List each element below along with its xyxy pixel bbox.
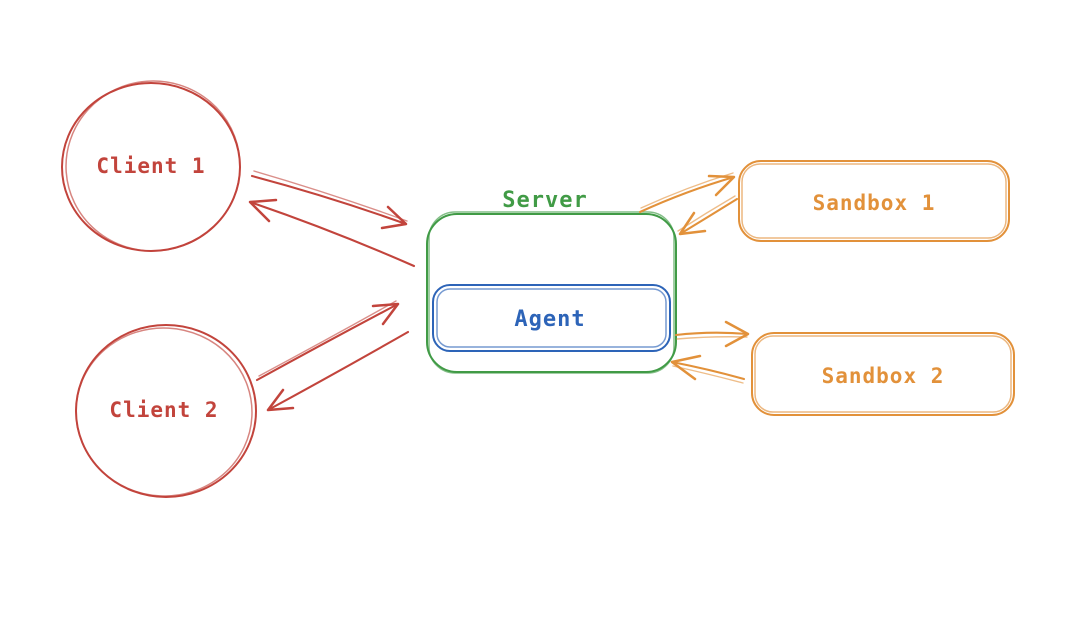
sandbox2-node: Sandbox 2 bbox=[751, 332, 1015, 416]
client2-label: Client 2 bbox=[109, 398, 218, 422]
arrowhead-left bbox=[266, 388, 295, 412]
arrow-shaft bbox=[674, 331, 750, 337]
arrow-shaft bbox=[638, 175, 736, 214]
sandbox2-label: Sandbox 2 bbox=[822, 364, 945, 388]
arrow-client1-to-server bbox=[250, 170, 408, 230]
agent-box bbox=[432, 284, 671, 352]
arrowhead-right bbox=[371, 302, 400, 326]
client2-node: Client 2 bbox=[75, 324, 257, 498]
arrow-sandbox2-to-server bbox=[670, 354, 746, 384]
server-label: Server bbox=[502, 188, 587, 213]
arrowhead-right bbox=[380, 205, 408, 230]
sandbox2-box bbox=[751, 332, 1015, 416]
arrow-shaft bbox=[255, 302, 400, 382]
sketch-pass bbox=[253, 170, 408, 222]
arrow-sandbox1-to-server bbox=[677, 195, 739, 236]
sketch-pass bbox=[754, 335, 1012, 413]
arrow-client2-to-server bbox=[255, 300, 400, 382]
arrow-server-to-client2 bbox=[266, 330, 410, 412]
arrowhead-left bbox=[678, 211, 707, 236]
arrow-server-to-sandbox1 bbox=[638, 172, 736, 214]
sketch-pass bbox=[676, 336, 748, 340]
sandbox1-label: Sandbox 1 bbox=[813, 191, 936, 215]
arrowhead-right bbox=[707, 174, 736, 197]
arrowhead-left bbox=[248, 198, 278, 223]
sketch-pass bbox=[75, 327, 253, 497]
sketch-pass bbox=[741, 163, 1007, 239]
sketch-pass bbox=[436, 288, 667, 348]
server-box bbox=[426, 213, 677, 373]
sketch-pass bbox=[258, 300, 397, 377]
agent-node: Agent bbox=[432, 284, 671, 352]
sketch-pass bbox=[428, 211, 675, 374]
client1-node: Client 1 bbox=[61, 80, 241, 252]
client1-label: Client 1 bbox=[96, 154, 205, 178]
sketch-pass bbox=[672, 365, 744, 384]
sketch-pass bbox=[65, 80, 241, 252]
arrow-shaft bbox=[250, 174, 408, 226]
arrow-shaft bbox=[248, 200, 416, 268]
arrow-shaft bbox=[670, 360, 746, 381]
sandbox1-node: Sandbox 1 bbox=[738, 160, 1010, 242]
arrowhead-left bbox=[670, 354, 702, 381]
sandbox1-box bbox=[738, 160, 1010, 242]
arrow-shaft bbox=[266, 330, 410, 412]
agent-label: Agent bbox=[514, 307, 585, 332]
arrow-shaft bbox=[678, 197, 739, 236]
server-node: Server Agent bbox=[426, 188, 677, 374]
arrow-server-to-client1 bbox=[248, 198, 416, 268]
arrowhead-right bbox=[724, 320, 750, 348]
arrow-server-to-sandbox2 bbox=[674, 320, 750, 348]
